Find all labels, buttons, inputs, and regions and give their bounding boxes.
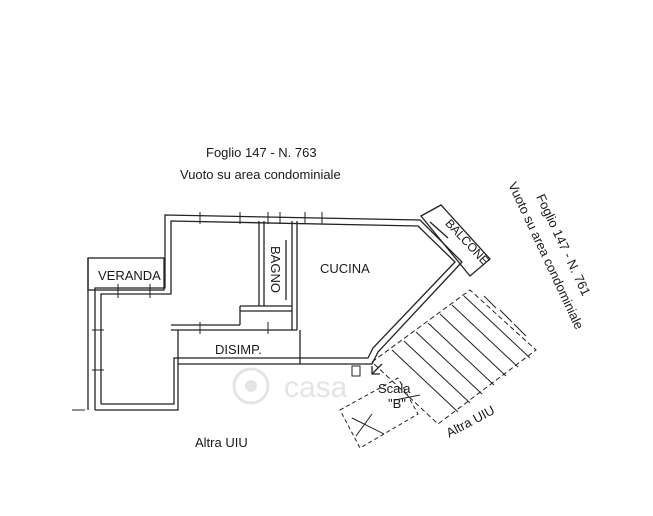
room-label-veranda: VERANDA (98, 268, 161, 283)
watermark-logo (232, 367, 270, 405)
balcone-outline (420, 204, 491, 277)
stairs-scala-b (339, 289, 537, 449)
veranda-walls (87, 257, 165, 410)
room-label-disimp: DISIMP. (215, 342, 262, 357)
entrance-arrow-icon (351, 363, 383, 377)
watermark-text: casa (284, 371, 348, 404)
window-marks (72, 212, 323, 411)
room-label-bagno: BAGNO (268, 246, 283, 293)
room-label-cucina: CUCINA (320, 261, 370, 276)
interior-walls (171, 221, 301, 364)
foglio-label-top: Foglio 147 - N. 763 (206, 145, 317, 160)
outer-wall (94, 214, 463, 411)
altra-uiu-label-left: Altra UIU (195, 435, 248, 450)
stairs-label: Scala (378, 381, 411, 396)
vuoto-label-top: Vuoto su area condominiale (180, 167, 341, 182)
stairs-code: "B" (388, 396, 406, 411)
